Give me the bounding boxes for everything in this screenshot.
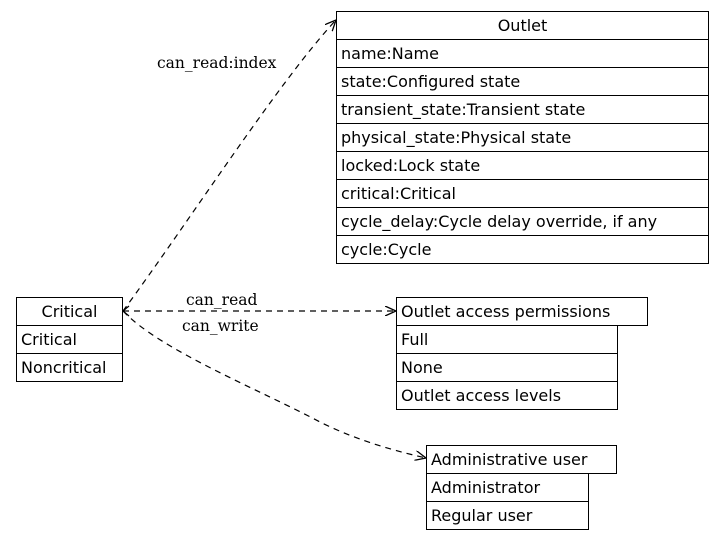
outlet-row: cycle_delay:Cycle delay override, if any [336,208,709,236]
edge-source-tick [122,305,130,317]
outlet-row: locked:Lock state [336,152,709,180]
admin-user-row: Regular user [426,502,589,530]
outlet-row: cycle:Cycle [336,236,709,264]
edge-label-can-write: can_write [182,317,259,335]
permissions-row: Full [396,326,618,354]
edge-can-write [122,310,426,458]
admin-user-row: Administrator [426,474,589,502]
outlet-row: transient_state:Transient state [336,96,709,124]
critical-node: Critical Critical Noncritical [16,297,123,382]
outlet-row: name:Name [336,40,709,68]
permissions-row: None [396,354,618,382]
admin-user-node: Administrative user Administrator Regula… [426,445,617,530]
permissions-node: Outlet access permissions Full None Outl… [396,297,648,410]
outlet-title: Outlet [336,11,709,40]
edge-label-can-read-index: can_read:index [157,54,277,72]
outlet-row: state:Configured state [336,68,709,96]
outlet-node: Outlet name:Name state:Configured state … [336,11,709,264]
outlet-row: critical:Critical [336,180,709,208]
permissions-row: Outlet access levels [396,382,618,410]
permissions-title: Outlet access permissions [396,297,648,326]
outlet-row: physical_state:Physical state [336,124,709,152]
edge-can-read-index [122,20,336,312]
critical-title: Critical [16,297,123,326]
critical-row: Critical [16,326,123,354]
edge-label-can-read: can_read [186,291,258,309]
admin-user-title: Administrative user [426,445,617,474]
critical-row: Noncritical [16,354,123,382]
